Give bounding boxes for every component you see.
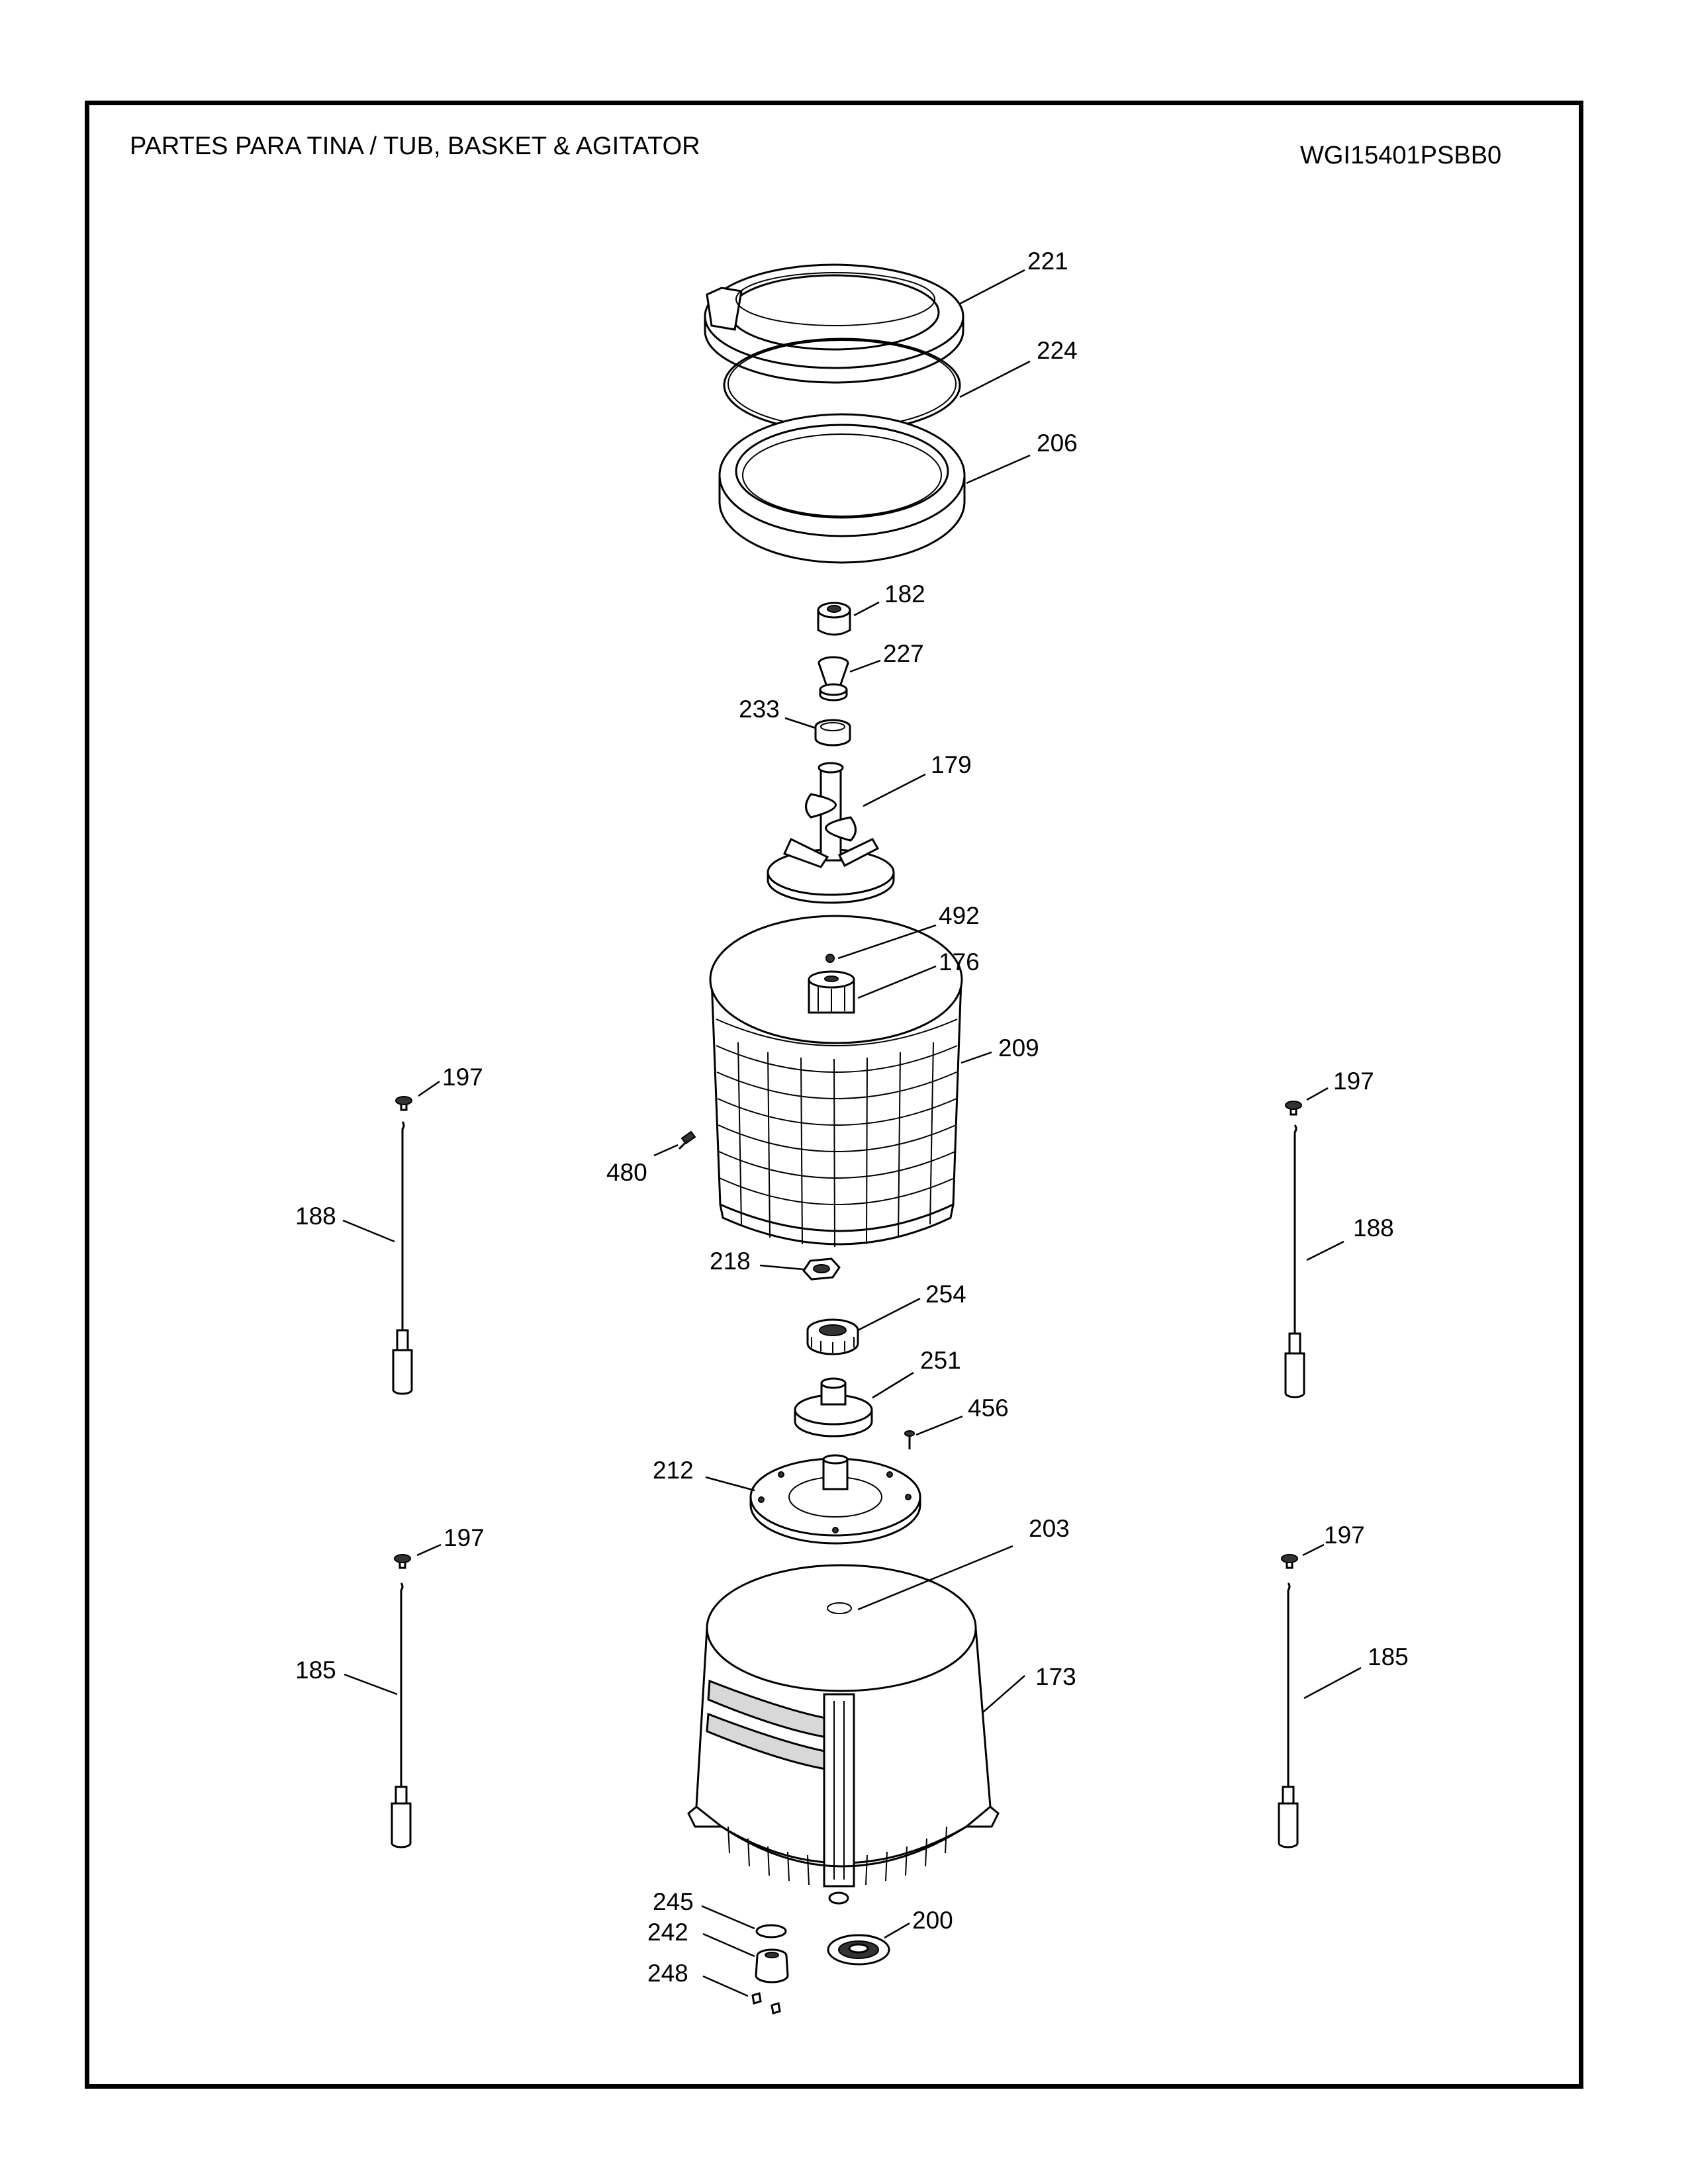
callout-218: 218 <box>710 1248 751 1275</box>
callout-179: 179 <box>931 751 972 778</box>
part-233-ring <box>814 719 851 747</box>
part-254-gear <box>806 1318 859 1355</box>
part-185-rod-right <box>1278 1582 1299 1848</box>
callout-209: 209 <box>998 1034 1039 1062</box>
part-185-rod-left <box>391 1582 412 1848</box>
callout-200: 200 <box>912 1907 953 1934</box>
part-173-outer-tub <box>687 1564 1000 1905</box>
callout-206: 206 <box>1037 430 1078 457</box>
part-218-nut <box>802 1257 841 1281</box>
callout-188-right: 188 <box>1353 1214 1394 1242</box>
callout-227: 227 <box>883 640 924 667</box>
part-242-bushing <box>755 1948 789 1983</box>
callout-197-upper-right: 197 <box>1333 1068 1374 1095</box>
callout-197-lower-right: 197 <box>1324 1522 1365 1549</box>
callout-188-left: 188 <box>295 1203 336 1230</box>
callout-185-left: 185 <box>295 1657 336 1684</box>
part-197-rod-cap-upper-right <box>1285 1101 1302 1116</box>
callout-197-lower-left: 197 <box>444 1524 485 1551</box>
part-197-rod-cap-lower-right <box>1281 1554 1298 1569</box>
leader-lines <box>342 269 1362 1997</box>
callout-248: 248 <box>647 1960 688 1987</box>
part-200-seal <box>827 1934 890 1966</box>
part-206-balance-ring <box>718 413 966 564</box>
callout-173: 173 <box>1035 1663 1076 1690</box>
callout-254: 254 <box>925 1281 966 1308</box>
callout-245: 245 <box>653 1888 694 1915</box>
callout-221: 221 <box>1027 248 1068 275</box>
callout-197-upper-left: 197 <box>442 1064 483 1091</box>
part-176-hub <box>808 970 855 1014</box>
part-188-rod-right <box>1284 1124 1305 1398</box>
callout-456: 456 <box>968 1394 1009 1422</box>
part-248-clips <box>751 1992 781 2015</box>
callout-480: 480 <box>606 1159 647 1186</box>
part-188-rod-left <box>392 1121 413 1395</box>
part-179-agitator <box>767 762 895 904</box>
part-251-clutch <box>794 1377 873 1437</box>
part-197-rod-cap-lower-left <box>394 1554 411 1569</box>
callout-492: 492 <box>939 902 980 929</box>
part-480-screw <box>678 1130 696 1150</box>
callout-185-right: 185 <box>1368 1643 1409 1670</box>
page-title: PARTES PARA TINA / TUB, BASKET & AGITATO… <box>130 132 700 160</box>
callout-212: 212 <box>653 1457 694 1484</box>
part-212-mounting-plate <box>749 1454 921 1545</box>
part-182-cap <box>817 602 851 636</box>
callout-176: 176 <box>939 948 980 976</box>
part-456-screw <box>904 1430 915 1449</box>
part-209-basket <box>709 915 963 1248</box>
callout-233: 233 <box>739 696 780 723</box>
part-221-tub-cover <box>704 263 964 384</box>
diagram-border <box>85 101 1583 2089</box>
callout-242: 242 <box>647 1919 688 1946</box>
callout-224: 224 <box>1037 337 1078 364</box>
part-227-cone <box>818 656 849 702</box>
callout-251: 251 <box>920 1347 961 1374</box>
part-197-rod-cap-upper-left <box>395 1096 412 1111</box>
model-number: WGI15401PSBB0 <box>1300 142 1502 169</box>
callout-182: 182 <box>884 580 925 608</box>
part-245-o-ring <box>755 1924 787 1938</box>
callout-203: 203 <box>1029 1515 1070 1542</box>
